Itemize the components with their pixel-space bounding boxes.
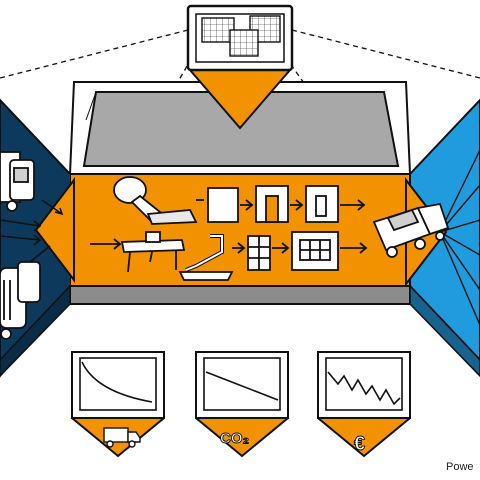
euro-icon: € [354,433,365,455]
workbench-icon [120,231,186,273]
outbound-wing [372,98,480,378]
floor-base [69,285,411,305]
delivery-truck-icon [372,202,450,258]
kpi-panel-euro: € [317,351,411,458]
inbound-truck-top [0,151,35,212]
screen-chart-icon [201,17,235,43]
production-icons [90,176,368,281]
cost-curve [81,361,153,403]
inbound-truck-bottom [0,261,41,340]
hall-roof-window [82,91,400,167]
kpi-panel-co2: CO₂ [195,351,289,458]
kpi-panel-truck [71,351,165,458]
screen-sheet-icon [229,29,259,57]
dispenser-icon [113,176,198,225]
co2-icon: CO₂ [220,430,249,447]
inbound-wing [0,98,75,378]
robot-arm-icon [178,234,234,281]
inbound-orange-arrow [34,177,75,283]
machine-press-icon [207,185,339,223]
storage-rack-icon [247,231,339,271]
price-zigzag-line [327,371,401,406]
footer-text: Powe [446,461,474,473]
inbound-arrows [0,199,64,263]
control-computer [186,4,294,130]
truck-icon [103,427,141,448]
flow-arrows [90,199,368,254]
co2-trend-line [205,371,279,401]
